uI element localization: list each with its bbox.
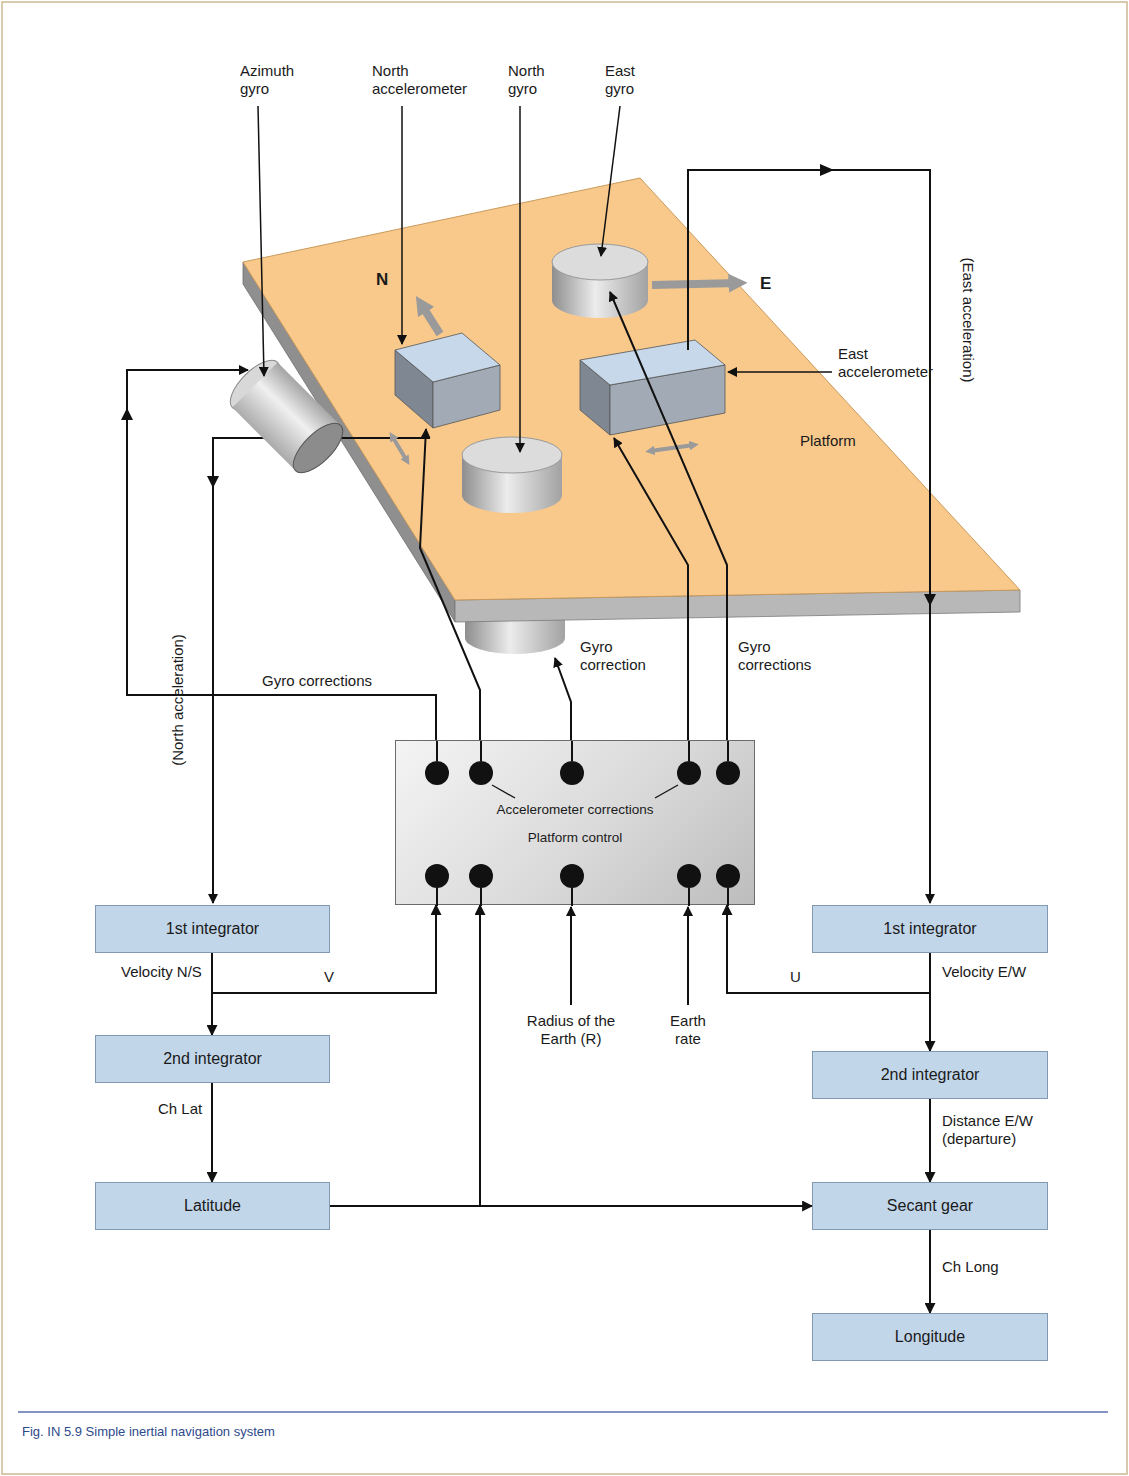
terminal-dot xyxy=(425,864,449,888)
terminal-stub xyxy=(571,888,573,906)
integrator-box: 2nd integrator xyxy=(95,1035,330,1083)
signal-label: Ch Lat xyxy=(156,1100,204,1118)
latitude-box: Latitude xyxy=(95,1182,330,1230)
terminal-dot xyxy=(560,761,584,785)
north-gyro-top xyxy=(462,437,562,473)
integrator-box: 1st integrator xyxy=(812,905,1048,953)
connector xyxy=(211,1083,213,1182)
east-gyro-top xyxy=(552,244,648,280)
terminal-dot xyxy=(716,761,740,785)
terminal-stub xyxy=(480,741,482,761)
box-label: Secant gear xyxy=(887,1196,973,1215)
box-label: 2nd integrator xyxy=(881,1065,980,1084)
signal-name: (East acceleration) xyxy=(958,257,976,382)
part-name: East gyro xyxy=(605,62,655,98)
terminal-stub xyxy=(727,888,729,906)
input-arrow xyxy=(687,907,689,1005)
terminal-stub xyxy=(688,741,690,761)
part-name: East accelerometer xyxy=(838,345,950,381)
signal-label: Velocity E/W xyxy=(940,963,1028,981)
terminal-stub xyxy=(480,888,482,906)
leader-line xyxy=(258,106,264,376)
signal-label: Ch Long xyxy=(940,1258,1001,1276)
integrator-box: 2nd integrator xyxy=(812,1051,1048,1099)
terminal-dot xyxy=(469,761,493,785)
signal-label: V xyxy=(322,968,336,986)
leader-line xyxy=(601,106,620,256)
east-accelerometer xyxy=(580,340,725,385)
box-label: 2nd integrator xyxy=(163,1049,262,1068)
terminal-dot xyxy=(469,864,493,888)
signal-label: Velocity N/S xyxy=(119,963,204,981)
direction-letter: N xyxy=(376,270,388,290)
signal-wire xyxy=(614,438,688,740)
terminal-dot xyxy=(560,864,584,888)
signal-label: Distance E/W (departure) xyxy=(940,1112,1064,1148)
flow-arrowhead xyxy=(121,408,133,420)
platform-control-box: Accelerometer correctionsPlatform contro… xyxy=(395,740,755,905)
flow-arrowhead xyxy=(924,594,936,606)
leader-line xyxy=(655,785,678,798)
signal-name: Gyro corrections xyxy=(738,638,826,674)
connector xyxy=(929,1230,931,1313)
terminal-stub xyxy=(688,888,690,906)
secant-gear-box: Secant gear xyxy=(812,1182,1048,1230)
gyro-cylinder xyxy=(465,622,565,654)
signal-name: (North acceleration) xyxy=(169,634,187,766)
north-accelerometer xyxy=(395,333,500,382)
caption-rule xyxy=(18,1411,1108,1413)
terminal-layer xyxy=(396,741,756,906)
signal-name: Gyro correction xyxy=(580,638,662,674)
terminal-stub xyxy=(436,741,438,761)
terminal-group-label: Accelerometer corrections xyxy=(396,802,754,818)
connector xyxy=(330,1205,812,1207)
signal-wire xyxy=(420,429,480,740)
part-name: North accelerometer xyxy=(372,62,484,98)
longitude-box: Longitude xyxy=(812,1313,1048,1361)
integrator-box: 1st integrator xyxy=(95,905,330,953)
input-name: Radius of the Earth (R) xyxy=(521,1012,621,1048)
flow-arrowhead xyxy=(207,476,219,488)
terminal-dot xyxy=(677,864,701,888)
terminal-stub xyxy=(727,741,729,761)
north-arrow xyxy=(421,304,440,334)
leader-line xyxy=(492,785,515,798)
part-name: Platform xyxy=(800,432,856,450)
terminal-stub xyxy=(571,741,573,761)
signal-name: Gyro corrections xyxy=(262,672,372,690)
sensing-axis-arrow xyxy=(392,436,407,461)
box-label: 1st integrator xyxy=(166,919,259,938)
box-label: 1st integrator xyxy=(883,919,976,938)
part-name: Azimuth gyro xyxy=(240,62,312,98)
direction-letter: E xyxy=(760,274,771,294)
terminal-dot xyxy=(677,761,701,785)
sensing-axis-arrow xyxy=(650,445,694,451)
box-label: Latitude xyxy=(184,1196,241,1215)
flow-arrowhead xyxy=(820,164,834,176)
signal-label: U xyxy=(788,968,803,986)
box-title: Platform control xyxy=(396,830,754,846)
signal-wire xyxy=(555,658,571,740)
part-name: North gyro xyxy=(508,62,564,98)
figure-caption: Fig. IN 5.9 Simple inertial navigation s… xyxy=(22,1424,275,1439)
connector xyxy=(330,905,480,1206)
leader-line xyxy=(519,106,521,452)
terminal-dot xyxy=(716,864,740,888)
input-arrow xyxy=(570,907,572,1005)
platform-surface xyxy=(243,178,1020,600)
connector xyxy=(929,1099,931,1182)
input-name: Earth rate xyxy=(662,1012,714,1048)
leader-line xyxy=(728,371,832,373)
terminal-dot xyxy=(425,761,449,785)
terminal-stub xyxy=(436,888,438,906)
leader-line xyxy=(401,106,403,344)
box-label: Longitude xyxy=(895,1327,965,1346)
east-arrow xyxy=(652,283,738,285)
azimuth-gyro-end xyxy=(285,415,350,480)
